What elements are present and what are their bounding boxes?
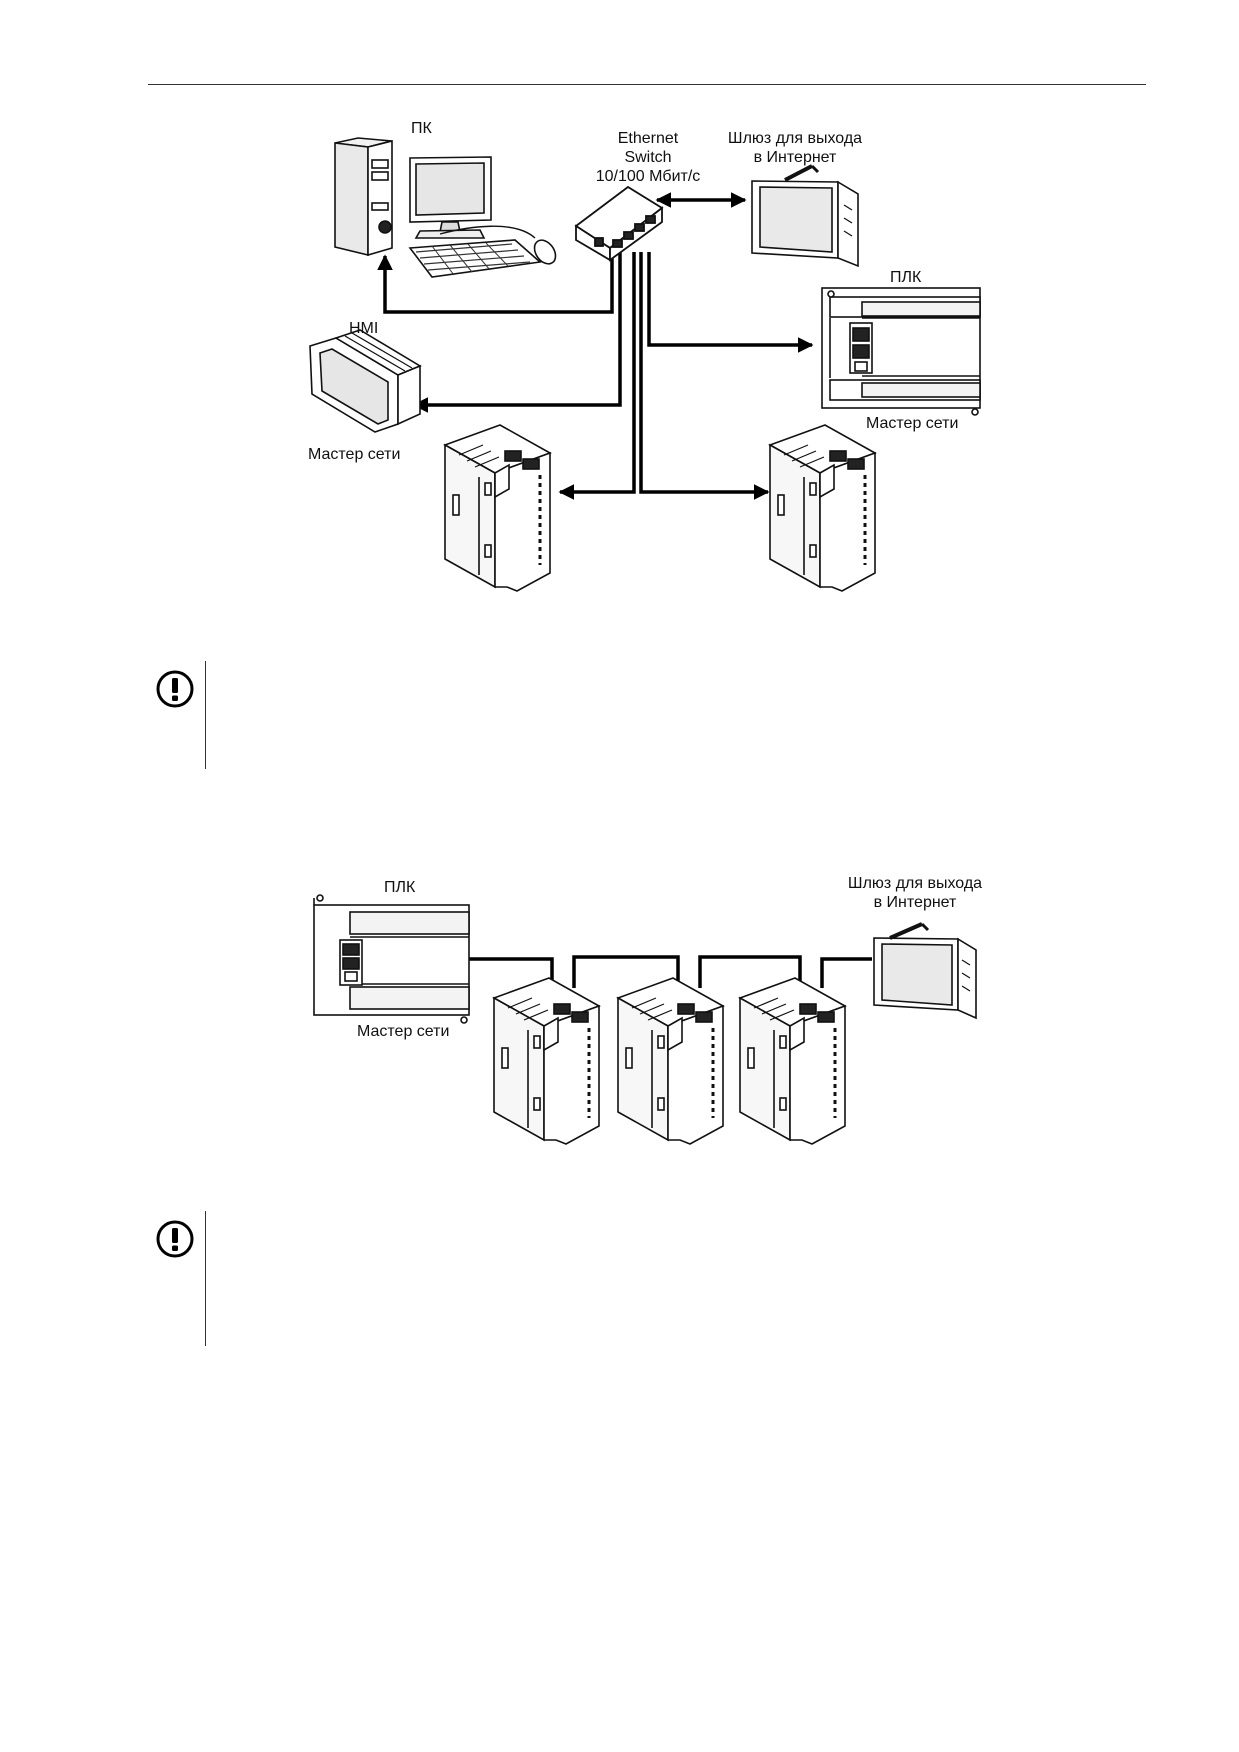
io-module-icon: [768, 424, 877, 592]
io-module-icon: [616, 977, 725, 1145]
gateway-label-line-1: Шлюз для выхода: [728, 130, 862, 147]
plc-label: ПЛК: [890, 269, 922, 286]
notice-block: [150, 1211, 210, 1346]
switch-label-line-1: Ethernet: [618, 130, 679, 147]
hmi-master-label: Мастер сети: [308, 446, 400, 463]
gateway-bottom-label-line-2: в Интернет: [874, 894, 957, 911]
plc-bottom-master-label: Мастер сети: [357, 1023, 449, 1040]
gateway-bottom-label-line-1: Шлюз для выхода: [848, 875, 982, 892]
link-module-right: [639, 252, 770, 500]
plc-bottom-label: ПЛК: [384, 879, 416, 896]
link-hmi: [412, 252, 622, 413]
switch-label-line-3: 10/100 Мбит/с: [596, 168, 701, 185]
star-topology-diagram: ПК Ethernet Switch 10/100 Мбит/с Шлюз дл…: [308, 120, 981, 592]
internet-gateway-icon: [873, 922, 977, 1020]
ethernet-switch-icon: [574, 185, 664, 262]
pc-icon: [334, 137, 557, 278]
io-module-icon: [738, 977, 847, 1145]
switch-label-line-2: Switch: [624, 149, 671, 166]
gateway-label-line-2: в Интернет: [754, 149, 837, 166]
plc-icon: [821, 287, 981, 416]
hmi-label: HMI: [349, 320, 378, 337]
plc-icon: [313, 894, 470, 1024]
link-pc: [377, 252, 614, 314]
link-plc: [647, 252, 814, 353]
plc-master-label: Мастер сети: [866, 415, 958, 432]
link-module-3-gateway: [820, 957, 872, 988]
daisy-chain-diagram: ПЛК Мастер сети: [313, 875, 982, 1145]
notice-block: [150, 661, 210, 769]
hmi-panel-icon: [309, 329, 422, 433]
exclamation-circle-icon: [156, 1220, 194, 1258]
link-module-2-module-3: [698, 955, 802, 990]
link-module-left: [558, 252, 636, 500]
pc-label: ПК: [411, 120, 433, 137]
exclamation-circle-icon: [156, 670, 194, 708]
header-rule: [148, 84, 1146, 85]
io-module-icon: [492, 977, 601, 1145]
ethernet-links: [377, 192, 814, 500]
link-module-1-module-2: [572, 955, 680, 990]
io-module-icon: [443, 424, 552, 592]
internet-gateway-icon: [751, 164, 859, 268]
